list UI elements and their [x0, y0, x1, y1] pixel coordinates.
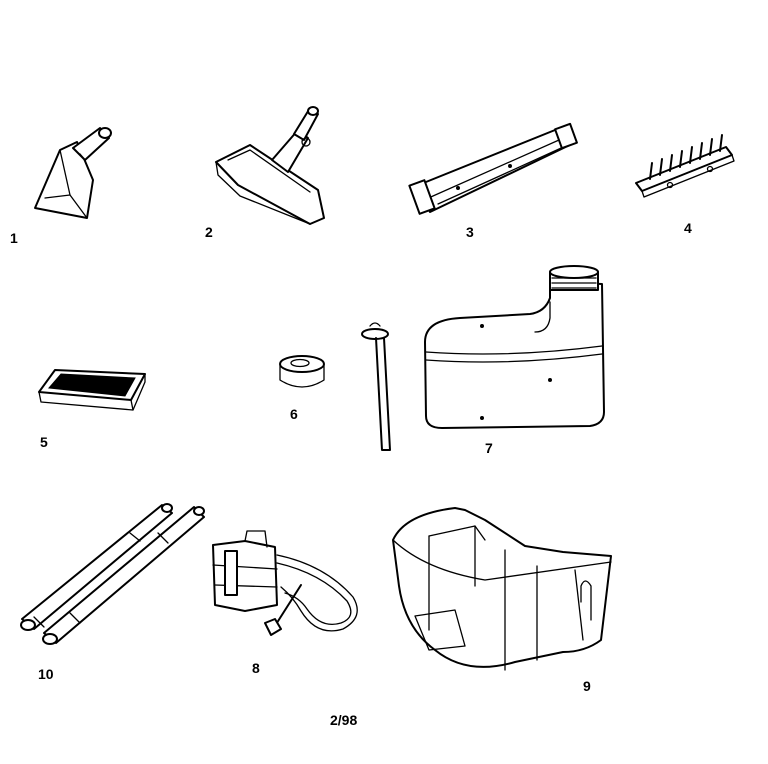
- part-5-label: 5: [40, 434, 48, 450]
- part-3-label: 3: [466, 224, 474, 240]
- part-6-cap: [279, 355, 325, 388]
- revision-date: 2/98: [330, 712, 358, 728]
- part-4-label: 4: [684, 220, 692, 236]
- part-9-label: 9: [583, 678, 591, 694]
- part-1-label: 1: [10, 230, 18, 246]
- part-7-solution-tank: [361, 265, 605, 451]
- part-5-filter-pad: [38, 369, 146, 411]
- part-1-upholstery-tool: [34, 127, 112, 219]
- part-3-squeegee: [408, 122, 578, 215]
- part-9-recovery-tank: [392, 507, 612, 671]
- part-6-label: 6: [290, 406, 298, 422]
- part-8-label: 8: [252, 660, 260, 676]
- part-10-label: 10: [38, 666, 54, 682]
- part-2-floor-tool: [215, 106, 325, 225]
- part-4-brush-strip: [635, 134, 735, 198]
- part-2-label: 2: [205, 224, 213, 240]
- part-7-label: 7: [485, 440, 493, 456]
- part-10-wand-tubes: [20, 503, 205, 645]
- part-8-hose-assembly: [212, 530, 358, 636]
